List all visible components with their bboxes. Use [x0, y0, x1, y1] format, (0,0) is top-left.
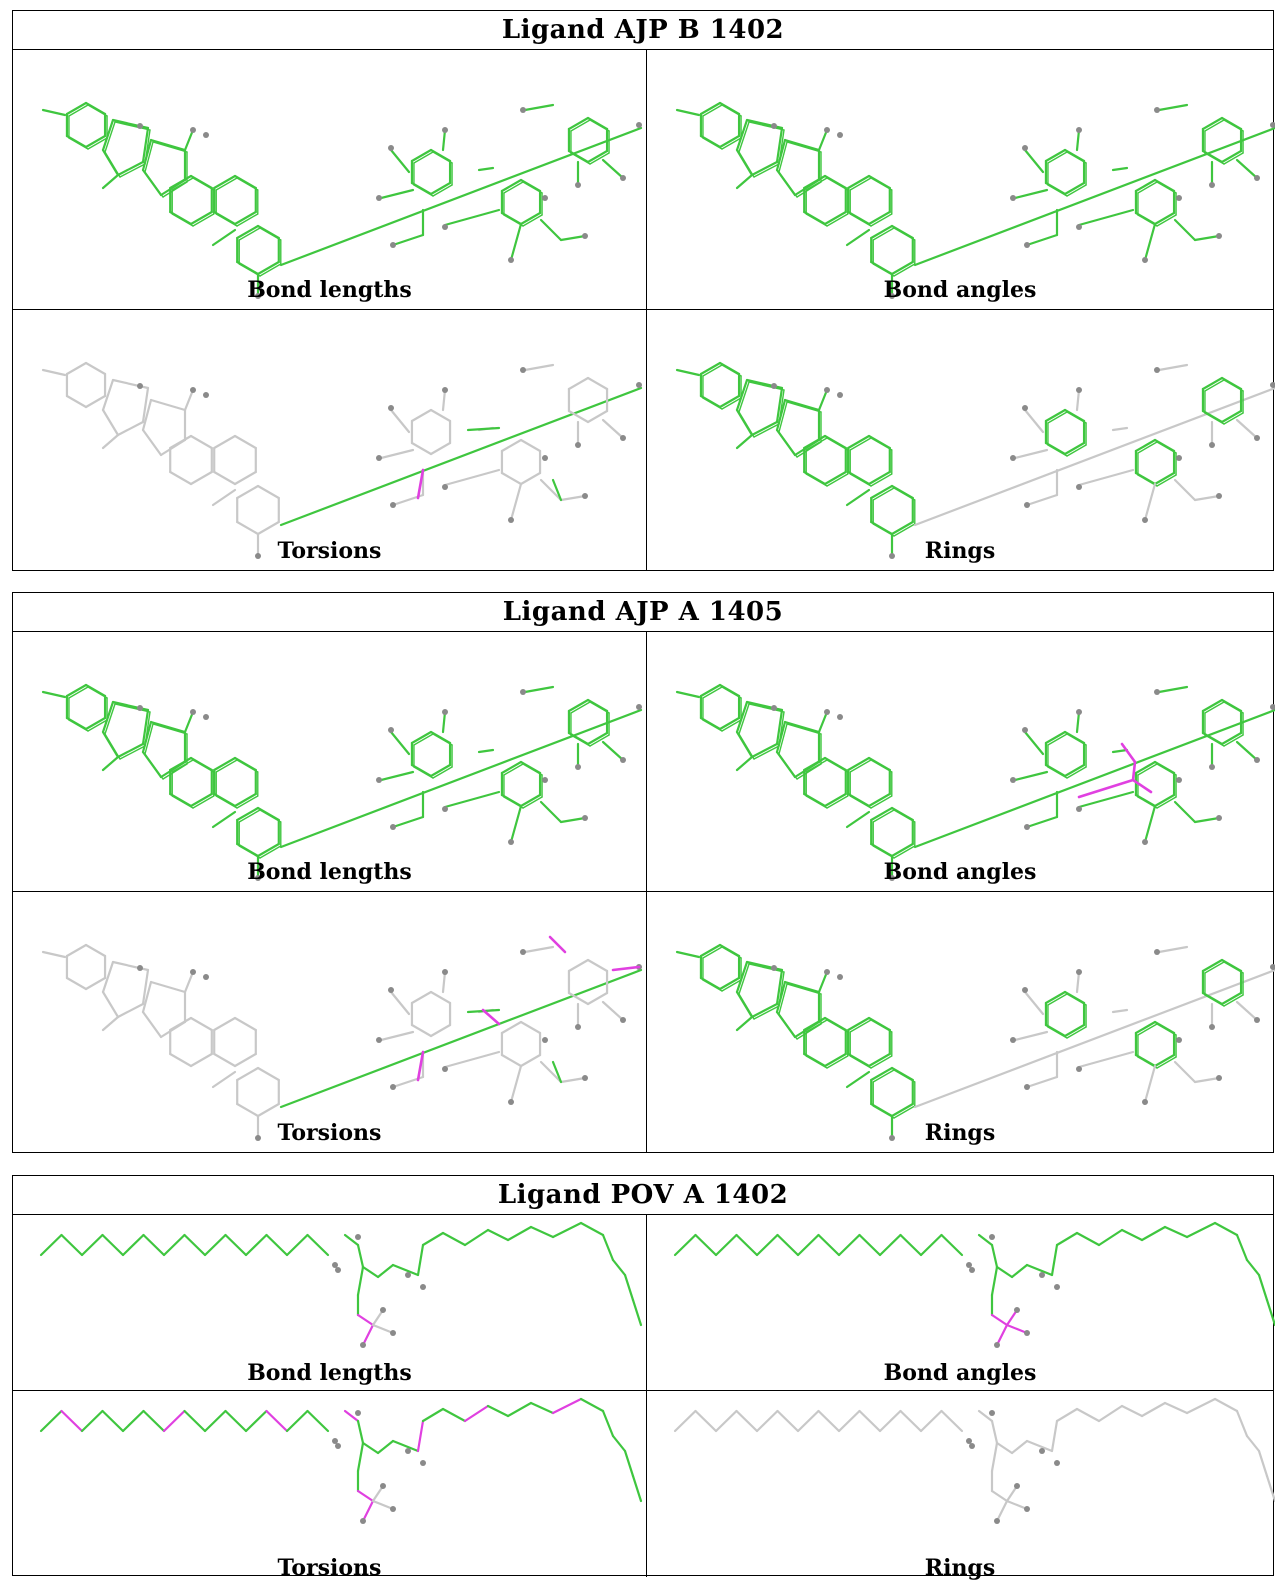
ligand-pov-image [39, 1397, 643, 1524]
ligand-ajp-image [41, 683, 643, 881]
panel-bond-angles: Bond angles [647, 1215, 1275, 1391]
block-title: Ligand AJP A 1405 [13, 593, 1273, 632]
panel-label: Torsions [277, 1120, 382, 1146]
panel-bond-lengths: Bond lengths [13, 1215, 647, 1391]
ligand-ajp-image [675, 683, 1275, 881]
ligand-ajp-image [675, 943, 1275, 1141]
panel-label: Bond angles [883, 1360, 1037, 1386]
panel-label: Bond angles [883, 859, 1037, 885]
ligand-ajp-image [41, 361, 643, 559]
panel-label: Torsions [277, 538, 382, 564]
panel-bond-lengths: Bond lengths [13, 50, 647, 310]
panel-torsions: Torsions [13, 310, 647, 570]
panel-label: Torsions [277, 1555, 382, 1581]
panel-label: Rings [924, 1120, 996, 1146]
ligand-pov-image [39, 1221, 643, 1348]
block-title: Ligand POV A 1402 [13, 1176, 1273, 1215]
panel-label: Bond lengths [247, 859, 412, 885]
panel-bond-angles: Bond angles [647, 50, 1275, 310]
panel-torsions: Torsions [13, 892, 647, 1152]
panel-rings: Rings [647, 310, 1275, 570]
panel-rings: Rings [647, 892, 1275, 1152]
panel-label: Rings [924, 538, 996, 564]
panel-bond-lengths: Bond lengths [13, 632, 647, 892]
ligand-ajp-image [675, 101, 1275, 299]
block-title: Ligand AJP B 1402 [13, 11, 1273, 50]
panel-label: Bond lengths [247, 1360, 412, 1386]
panel-label: Bond angles [883, 277, 1037, 303]
ligand-block-3: Ligand POV A 1402 Bond lengths Bond angl… [12, 1175, 1275, 1581]
panel-rings: Rings [647, 1391, 1275, 1581]
panel-torsions: Torsions [13, 1391, 647, 1581]
panel-label: Rings [924, 1555, 996, 1581]
ligand-ajp-image [41, 935, 643, 1141]
ligand-ajp-image [675, 361, 1275, 559]
panel-label: Bond lengths [247, 277, 412, 303]
ligand-block-2: Ligand AJP A 1405 Bond lengths Bond angl… [12, 592, 1275, 1153]
panel-bond-angles: Bond angles [647, 632, 1275, 892]
ligand-ajp-image [41, 101, 643, 299]
ligand-block-1: Ligand AJP B 1402 Bond lengths Bond angl… [12, 10, 1275, 571]
ligand-pov-image [673, 1221, 1275, 1348]
ligand-pov-image [673, 1397, 1275, 1524]
